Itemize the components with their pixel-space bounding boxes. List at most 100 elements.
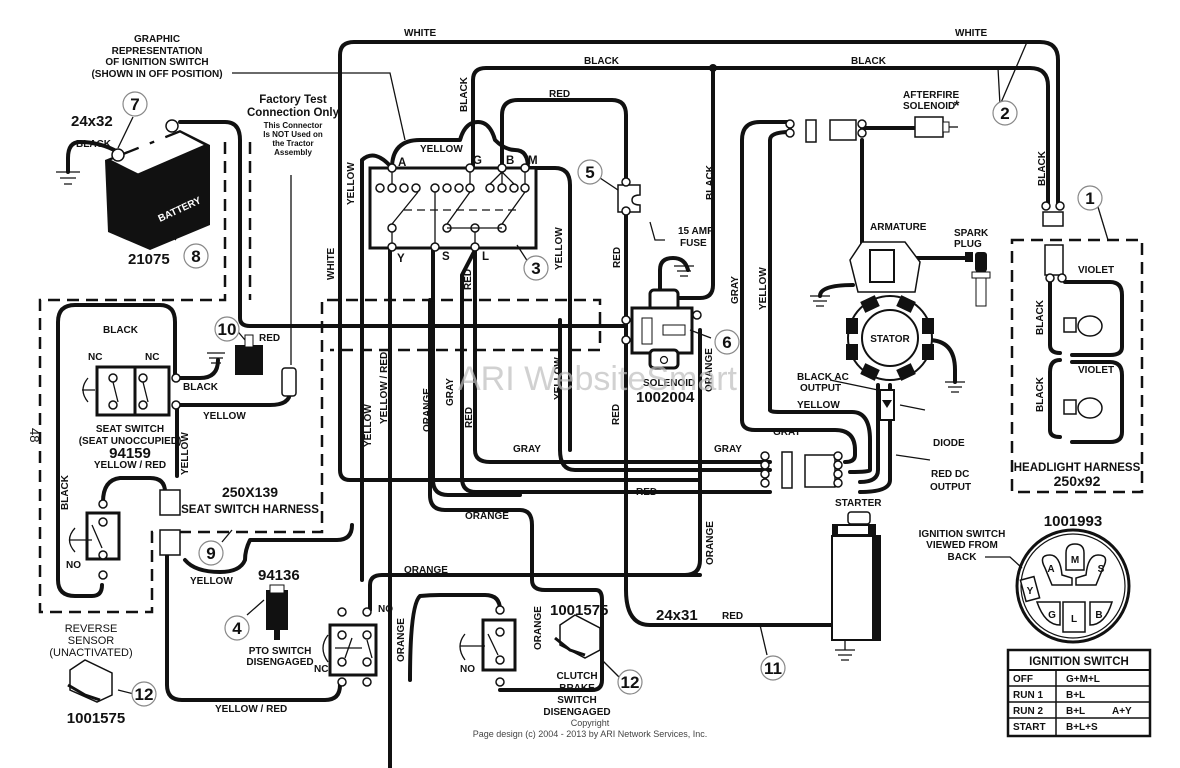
pto-switch-label: PTO SWITCH [249, 646, 312, 657]
wire-label-black: BLACK [1035, 299, 1046, 335]
switch-label-nc: NC [314, 664, 328, 675]
labels: GRAPHIC REPRESENTATION OF IGNITION SWITC… [27, 28, 1141, 727]
leader-lines [117, 41, 1109, 695]
note-factory-test: Factory Test [259, 94, 327, 106]
wire-label-black: BLACK [103, 325, 139, 336]
svg-text:3: 3 [531, 259, 540, 278]
note-factory-test-body: Assembly [274, 148, 312, 157]
wire-black-ac [858, 383, 880, 484]
wire-yellow-arc-a [390, 120, 530, 170]
wire-black-top [471, 66, 1050, 207]
terminal-B: B [506, 155, 514, 167]
back-terminal-G: G [1048, 610, 1056, 621]
table-cell-position: START [1013, 722, 1046, 733]
wire-label-black: BLACK [76, 139, 112, 150]
terminal-Y: Y [397, 253, 405, 265]
terminal-A: A [398, 157, 406, 169]
svg-text:7: 7 [130, 95, 139, 114]
note-ignition-graphic: REPRESENTATION [112, 46, 203, 57]
wire-label-gray: GRAY [730, 276, 741, 304]
ground-icon [56, 171, 965, 393]
svg-text:9: 9 [206, 544, 215, 563]
seat-harness-label: SEAT SWITCH HARNESS [181, 504, 319, 516]
wire-label-black: BLACK [1035, 376, 1046, 412]
pto-contacts [322, 607, 378, 687]
wire-label-black: BLACK [183, 382, 219, 393]
wire-hl-violet-2 [1070, 360, 1124, 444]
switch-label-no: NO [66, 560, 81, 571]
note-ignition-back: VIEWED FROM [926, 540, 998, 551]
callout-8: 8 [183, 243, 209, 269]
back-terminal-B: B [1095, 610, 1102, 621]
seat-switch-label: (SEAT UNOCCUPIED) [79, 436, 182, 447]
note-red-dc-output: RED DC [931, 469, 969, 480]
svg-text:2: 2 [1000, 104, 1009, 123]
wire-label-gray: GRAY [773, 427, 801, 438]
battery: BATTERY [105, 119, 210, 250]
wire-gray-plug [740, 418, 857, 464]
wire-label-yellow-red: YELLOW / RED [94, 460, 166, 471]
note-black-ac-output: OUTPUT [800, 383, 841, 394]
note-starter: STARTER [835, 498, 882, 509]
wire-yellow-stator [768, 130, 792, 412]
afterfire-solenoid [914, 116, 958, 138]
wire-label-yellow: YELLOW [203, 411, 246, 422]
reverse-sensor [67, 659, 113, 703]
battery-negative-terminal [111, 148, 125, 162]
switch-label-no: NO [378, 604, 393, 615]
wire-label-white: WHITE [955, 28, 988, 39]
svg-text:8: 8 [191, 247, 200, 266]
wire-label-black: BLACK [584, 56, 620, 67]
clutch-contacts [459, 605, 517, 687]
wire-orange-no [408, 593, 502, 682]
wire-label-red: RED [722, 611, 743, 622]
ignition-switch-back: M A S Y G L B 1001993 [985, 513, 1131, 644]
callout-3: 3 [523, 255, 549, 281]
wire-label-black: BLACK [705, 164, 716, 200]
stator: STATOR [846, 241, 934, 421]
wire-label-orange: ORANGE [704, 348, 715, 392]
bulb-icon [1077, 397, 1103, 419]
headlight-harness-outline [1010, 238, 1144, 494]
wire-label-gray: GRAY [513, 444, 541, 455]
svg-text:12: 12 [621, 673, 640, 692]
wires [38, 40, 1144, 768]
back-terminal-A: A [1047, 564, 1054, 575]
wire-label-violet: VIOLET [1078, 365, 1114, 376]
clutch-brake-switch [554, 614, 601, 659]
wire-orange-a [428, 298, 604, 692]
callouts: 1 2 3 4 5 6 7 8 9 10 11 12 12 [122, 91, 1103, 707]
clutch-switch-label: DISENGAGED [543, 707, 610, 718]
dimension-48: 48 [27, 428, 42, 442]
stator-connector-bottom [760, 451, 843, 489]
svg-text:5: 5 [585, 163, 594, 182]
note-spark-plug: PLUG [954, 239, 982, 250]
svg-text:4: 4 [232, 619, 242, 638]
note-armature: ARMATURE [870, 222, 927, 233]
wire-label-yellow-red: YELLOW / RED [379, 352, 390, 424]
note-afterfire-asterisk: * [954, 97, 960, 113]
note-fuse: FUSE [680, 238, 707, 249]
wire-red-dc [858, 383, 892, 494]
wire-label-red: RED [636, 487, 657, 498]
clutch-switch-label: BRAKE [559, 683, 595, 694]
starter [831, 511, 881, 661]
battery-cable-part: 24x32 [71, 113, 113, 130]
terminal-L: L [482, 251, 489, 263]
table-cell-position: OFF [1013, 674, 1033, 685]
battery-part: 21075 [128, 251, 170, 268]
note-afterfire: AFTERFIRE [903, 90, 959, 101]
wire-hl-black-2 [1048, 358, 1062, 439]
seat-switch [82, 365, 181, 417]
callout-10: 10 [214, 316, 240, 342]
seat-harness-part: 250X139 [222, 484, 278, 500]
wire-label-red: RED [464, 407, 475, 428]
wire-red-starter [624, 448, 847, 627]
wire-label-violet: VIOLET [1078, 265, 1114, 276]
callout-12-clutch: 12 [617, 669, 643, 695]
wire-yellow-red-seat [101, 476, 167, 504]
wire-label-yellow: YELLOW [346, 162, 357, 205]
headlight-harness-label: HEADLIGHT HARNESS [1014, 462, 1141, 474]
table-cell-position: RUN 1 [1013, 690, 1043, 701]
